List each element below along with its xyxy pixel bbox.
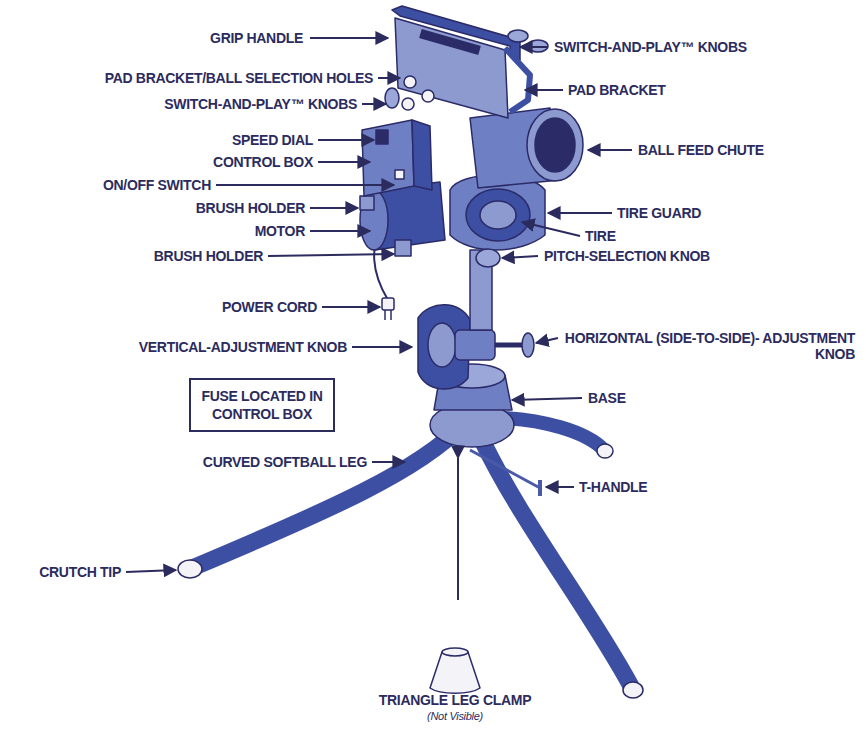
part-label: BRUSH HOLDER: [154, 248, 263, 264]
part-label: HORIZONTAL (SIDE-TO-SIDE)- ADJUSTMENT KN…: [563, 330, 855, 362]
note-text: FUSE LOCATED IN CONTROL BOX: [201, 387, 323, 423]
part-label: POWER CORD: [222, 299, 317, 315]
part-label: MOTOR: [255, 223, 305, 239]
part-label: SPEED DIAL: [232, 132, 313, 148]
part-label: SWITCH-AND-PLAY™ KNOBS: [164, 96, 357, 112]
part-label: (Not Visible): [427, 710, 483, 723]
part-label: BALL FEED CHUTE: [638, 142, 764, 158]
part-label: BASE: [588, 390, 626, 406]
part-label: BRUSH HOLDER: [196, 200, 305, 216]
part-label: TRIANGLE LEG CLAMP: [379, 692, 531, 708]
part-label: ON/OFF SWITCH: [103, 177, 211, 193]
note-box: FUSE LOCATED IN CONTROL BOX: [189, 378, 335, 432]
part-label: CONTROL BOX: [213, 154, 313, 170]
part-label: T-HANDLE: [579, 479, 647, 495]
part-label: PAD BRACKET/BALL SELECTION HOLES: [105, 70, 373, 86]
part-label: VERTICAL-ADJUSTMENT KNOB: [139, 339, 347, 355]
part-label: GRIP HANDLE: [210, 30, 303, 46]
part-label: CRUTCH TIP: [39, 564, 121, 580]
part-label: SWITCH-AND-PLAY™ KNOBS: [554, 39, 747, 55]
part-label: CURVED SOFTBALL LEG: [203, 454, 367, 470]
part-label: PAD BRACKET: [568, 82, 666, 98]
part-label: TIRE GUARD: [617, 205, 701, 221]
part-label: PITCH-SELECTION KNOB: [544, 248, 710, 264]
part-label: TIRE: [585, 228, 616, 244]
